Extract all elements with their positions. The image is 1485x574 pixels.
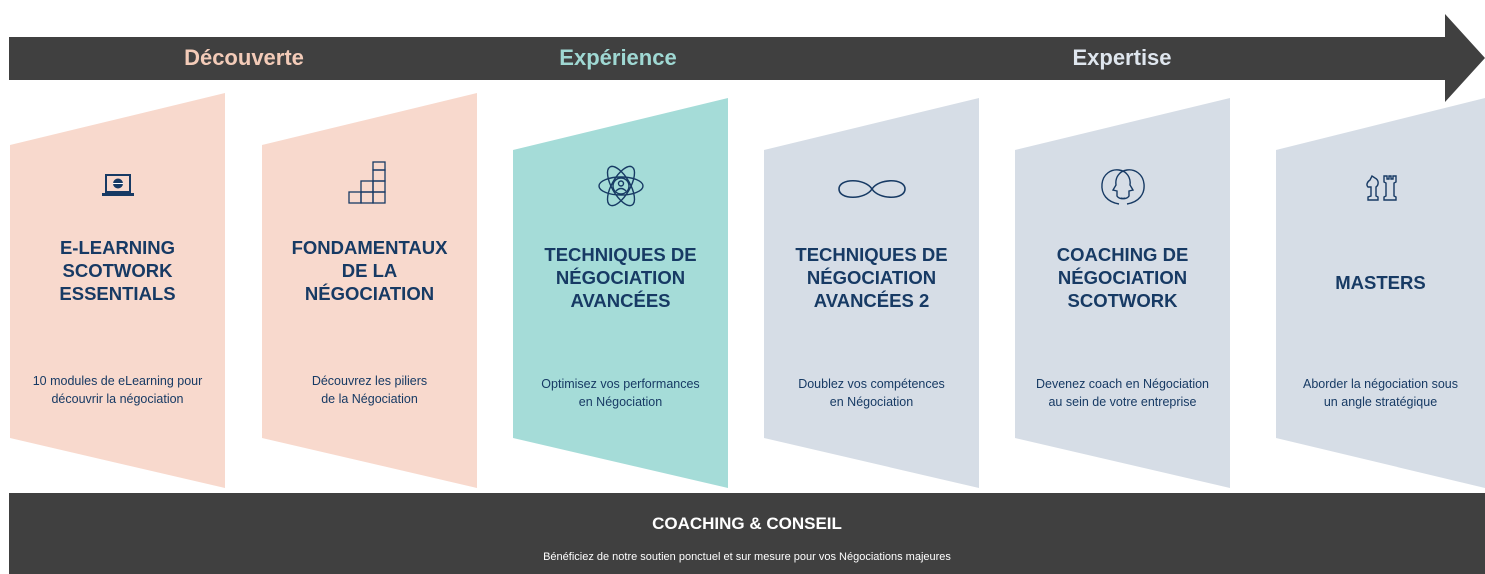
phase-label-expertise: Expertise <box>1072 45 1172 70</box>
card-title: MASTERS <box>1335 272 1426 293</box>
card-title: E-LEARNING SCOTWORK ESSENTIALS <box>59 237 176 304</box>
card-shape-coaching <box>1015 98 1230 488</box>
card-description: Optimisez vos performances en Négociatio… <box>541 377 700 409</box>
chess-pieces-icon <box>1365 174 1397 201</box>
timeline-arrow <box>9 14 1485 102</box>
card-shape-techniques-2 <box>764 98 979 488</box>
two-heads-icon <box>1100 169 1145 205</box>
card-techniques-2[interactable]: TECHNIQUES DE NÉGOCIATION AVANCÉES 2 Dou… <box>764 0 979 490</box>
card-shape-fondamentaux <box>262 93 477 488</box>
card-shape-elearning <box>10 93 225 488</box>
card-elearning[interactable]: E-LEARNING SCOTWORK ESSENTIALS 10 module… <box>10 0 225 490</box>
phase-label-decouverte: Découverte <box>184 45 304 70</box>
card-coaching[interactable]: COACHING DE NÉGOCIATION SCOTWORK Devenez… <box>1015 0 1230 490</box>
card-title: TECHNIQUES DE NÉGOCIATION AVANCÉES <box>544 244 697 311</box>
card-description: 10 modules de eLearning pour découvrir l… <box>32 374 203 406</box>
coaching-conseil-banner[interactable]: COACHING & CONSEIL Bénéficiez de notre s… <box>9 493 1485 574</box>
card-title: FONDAMENTAUX DE LA NÉGOCIATION <box>291 237 448 304</box>
laptop-icon <box>101 174 134 196</box>
atom-person-icon <box>597 165 644 207</box>
card-title: TECHNIQUES DE NÉGOCIATION AVANCÉES 2 <box>795 244 948 311</box>
card-title: COACHING DE NÉGOCIATION SCOTWORK <box>1056 244 1189 311</box>
cards-layer <box>10 93 1485 488</box>
card-shape-masters <box>1276 98 1485 488</box>
footer-subtitle: Bénéficiez de notre soutien ponctuel et … <box>543 551 951 563</box>
card-shape-techniques <box>513 98 728 488</box>
card-description: Devenez coach en Négociation au sein de … <box>1035 377 1210 409</box>
card-masters[interactable]: MASTERS Aborder la négociation sous un a… <box>1276 0 1485 490</box>
phase-label-experience: Expérience <box>559 45 677 70</box>
card-fondamentaux[interactable]: FONDAMENTAUX DE LA NÉGOCIATION Découvrez… <box>262 0 477 490</box>
card-description: Aborder la négociation sous un angle str… <box>1303 377 1458 409</box>
blocks-stairs-icon <box>347 161 386 204</box>
card-description: Découvrez les piliers de la Négociation <box>311 374 428 406</box>
card-techniques[interactable]: TECHNIQUES DE NÉGOCIATION AVANCÉES Optim… <box>513 0 728 490</box>
infinity-icon <box>837 179 906 199</box>
footer-title: COACHING & CONSEIL <box>652 514 842 533</box>
card-description: Doublez vos compétences en Négociation <box>798 377 945 409</box>
